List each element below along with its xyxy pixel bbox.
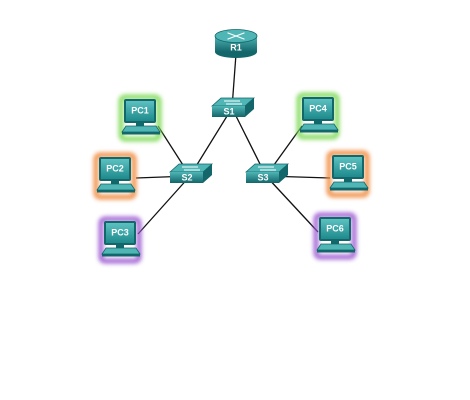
pc-highlight-glow [326,150,370,198]
pc-highlight-glow [118,94,162,142]
device-label: PC5 [339,161,357,171]
device-label: PC3 [111,227,129,237]
device-label: S2 [181,172,192,182]
pc-highlight-glow [296,92,340,140]
device-label: PC2 [106,163,124,173]
device-pc5[interactable]: PC5 [326,150,370,198]
device-label: PC4 [309,103,327,113]
device-s1[interactable]: S1 [210,97,256,117]
device-label: R1 [230,42,242,52]
link-s3-pc6 [265,175,319,233]
device-label: S3 [257,172,268,182]
device-r1[interactable]: R1 [214,29,258,59]
device-pc4[interactable]: PC4 [296,92,340,140]
link-s2-pc3 [137,175,191,235]
switch-arrows-icon [258,166,276,171]
pc-highlight-glow [93,152,137,200]
pc-highlight-glow [313,212,357,260]
device-label: S1 [223,106,234,116]
device-s2[interactable]: S2 [168,163,214,183]
router-arrows-icon [227,32,245,40]
switch-arrows-icon [182,166,200,171]
device-pc6[interactable]: PC6 [313,212,357,260]
pc-highlight-glow [98,216,142,264]
device-pc2[interactable]: PC2 [93,152,137,200]
device-s3[interactable]: S3 [244,163,290,183]
device-pc1[interactable]: PC1 [118,94,162,142]
device-label: PC1 [131,105,149,115]
device-label: PC6 [326,223,344,233]
device-pc3[interactable]: PC3 [98,216,142,264]
links-layer [135,53,331,235]
switch-arrows-icon [224,100,242,105]
